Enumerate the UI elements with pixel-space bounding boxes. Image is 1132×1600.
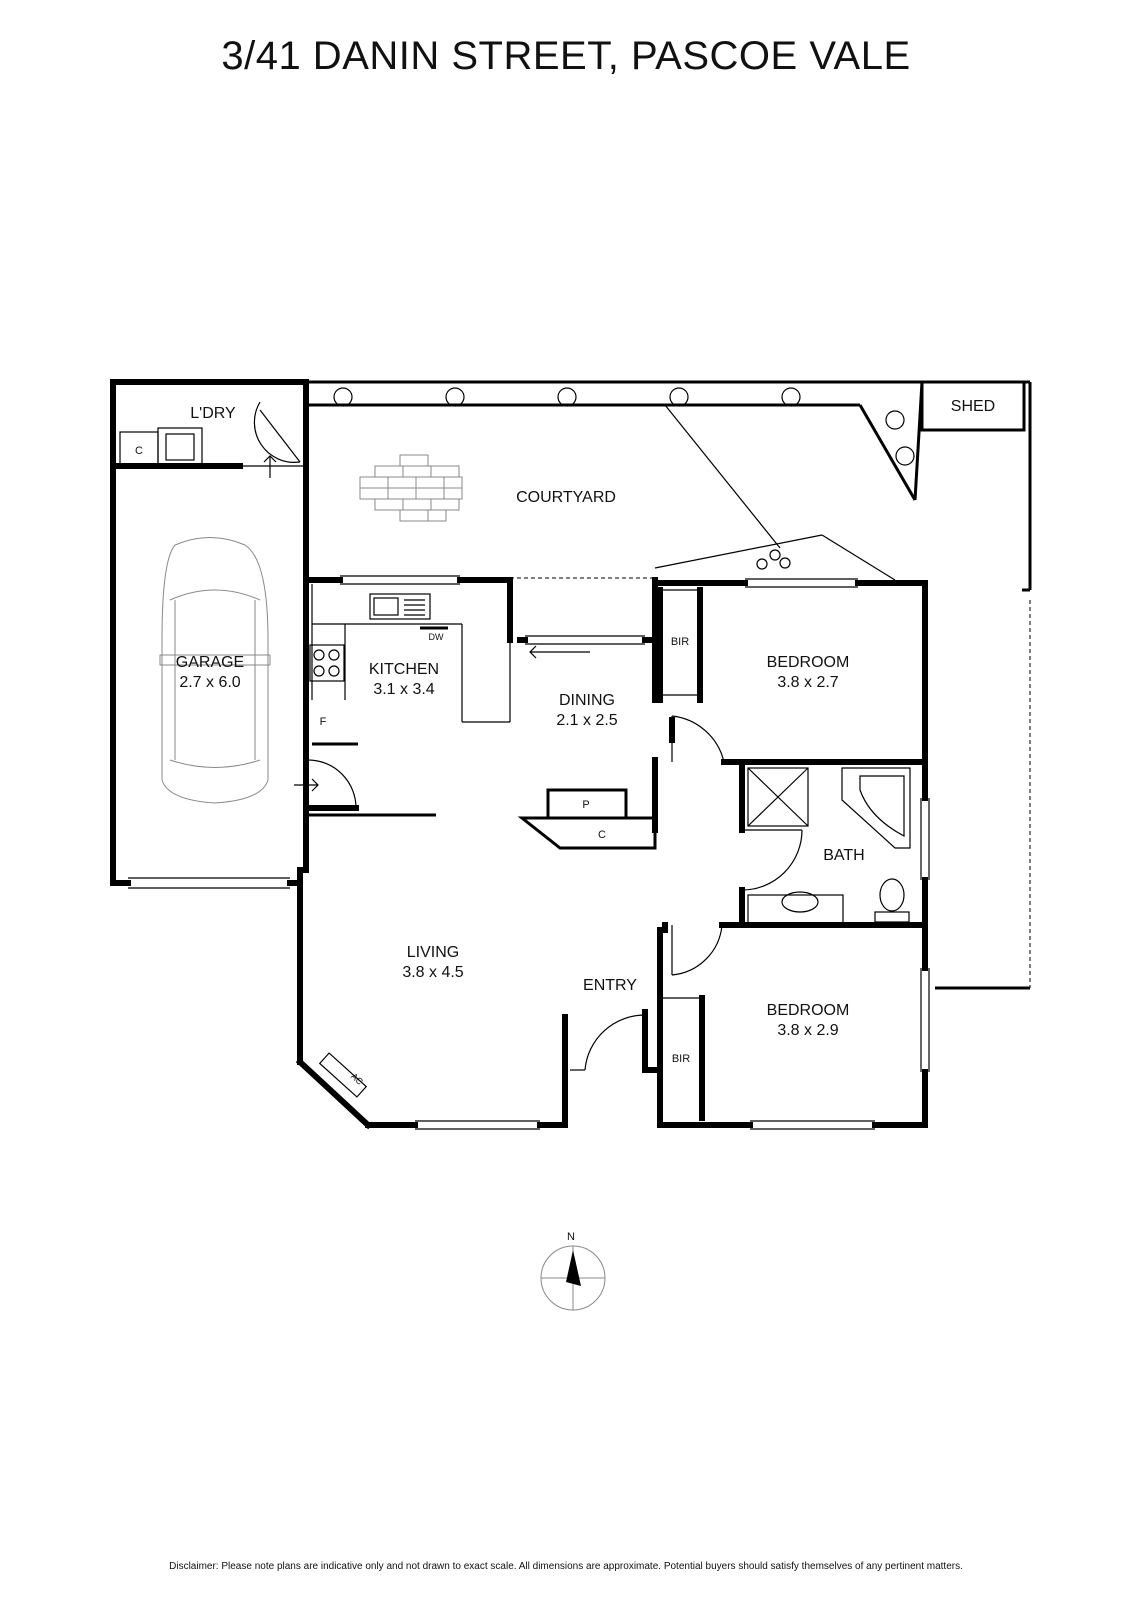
courtyard-fence [110,379,1032,990]
shed [920,380,1026,432]
garage-label: GARAGE [176,654,244,671]
disclaimer: Disclaimer: Please note plans are indica… [169,1561,963,1572]
bedroom1-size: 3.8 x 2.7 [777,674,838,691]
bedroom2-size: 3.8 x 2.9 [777,1022,838,1039]
plan-title: 3/41 DANIN STREET, PASCOE VALE [221,34,911,78]
bedroom1-label: BEDROOM [767,654,850,671]
compass-north-label: N [567,1231,575,1243]
bath-label: BATH [823,847,864,864]
living-size: 3.8 x 4.5 [402,964,463,981]
shed-label: SHED [951,398,995,415]
dishwasher-label: DW [429,632,444,642]
garage-size: 2.7 x 6.0 [179,674,240,691]
pantry-label: P [582,799,589,811]
kitchen-label: KITCHEN [369,661,439,678]
fridge-label: F [320,716,327,728]
bedroom2-label: BEDROOM [767,1002,850,1019]
car-icon [159,537,271,804]
entry-label: ENTRY [583,977,637,994]
laundry-cupboard-label: C [135,445,143,457]
bir-bottom-label: BIR [672,1053,690,1065]
living-label: LIVING [407,944,459,961]
kitchen-fixtures [309,584,511,723]
laundry-garage-walls [110,401,309,889]
paving-icon [359,454,463,522]
dining-label: DINING [559,692,615,709]
bath-fixtures [747,767,911,926]
cupboard-label: C [598,829,606,841]
dining-size: 2.1 x 2.5 [556,712,617,729]
kitchen-size: 3.1 x 3.4 [373,681,434,698]
courtyard-label: COURTYARD [516,489,616,506]
compass-icon [540,1245,606,1311]
bir-top-label: BIR [671,636,689,648]
courtyard-pots [333,387,915,466]
house-walls [294,534,930,1130]
laundry-label: L'DRY [190,405,236,422]
